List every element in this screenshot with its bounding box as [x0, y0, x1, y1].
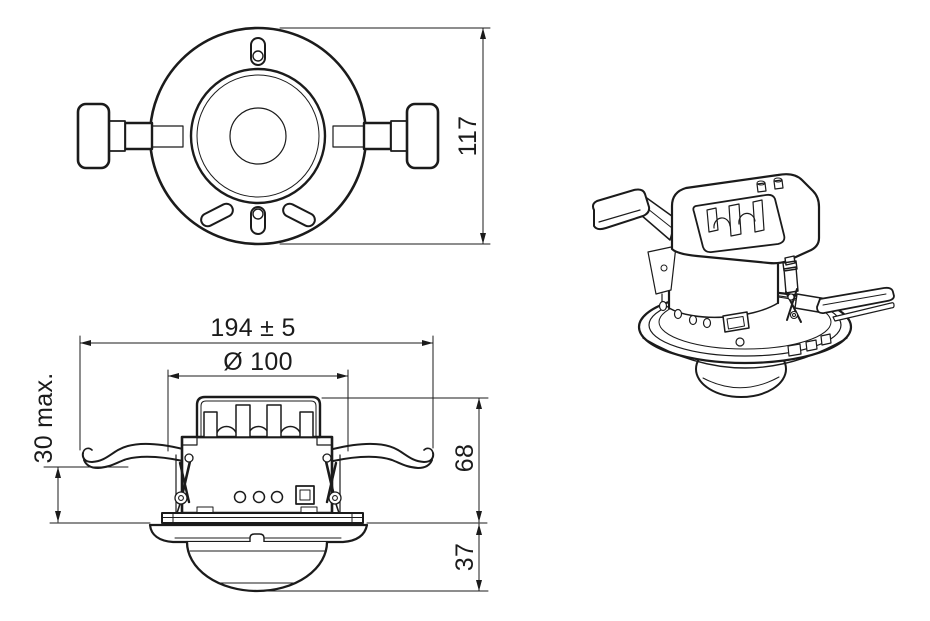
dim-117: [279, 27, 491, 245]
clamp-left: [76, 102, 184, 170]
dip-hole: [233, 490, 247, 504]
dim-label-overall-width: 194 ± 5: [210, 314, 296, 342]
sensor-ring-outer: [189, 67, 327, 205]
top-view: [76, 26, 440, 246]
sensor-dome: [185, 540, 329, 593]
clamp-mechanism-left: [174, 453, 194, 514]
clamp-mechanism-right: [322, 453, 342, 514]
lens-circle: [229, 107, 287, 165]
dim-label-top-height: 117: [454, 115, 482, 157]
screw-slot-bottom: [250, 206, 266, 235]
dim-30-max: [43, 466, 129, 523]
spring-wing-left-3d: [592, 188, 677, 241]
dim-label-clamp-range: 30 max.: [30, 372, 58, 464]
dip-hole: [270, 490, 284, 504]
spring-wing-left: [81, 442, 184, 469]
perspective-view: [592, 173, 895, 398]
dim-194: [79, 335, 434, 451]
dimension-lines: [43, 27, 491, 592]
spring-wing-right-3d: [816, 286, 895, 322]
dim-label-cutout-diameter: Ø 100: [223, 348, 293, 376]
spring-wing-right: [332, 442, 435, 469]
connector-port: [295, 485, 315, 505]
sensor-ring-inner: [196, 74, 320, 198]
dim-68: [321, 397, 489, 523]
dim-diameter-100: [167, 369, 349, 452]
dip-hole: [252, 490, 266, 504]
side-view: [81, 395, 435, 593]
vent-slot-left: [200, 202, 234, 228]
clamp-right: [332, 102, 440, 170]
vent-slot-right: [282, 202, 316, 228]
dim-label-visible-height: 37: [451, 542, 479, 572]
dim-37: [249, 523, 489, 592]
dim-label-recessed-depth: 68: [451, 443, 479, 473]
